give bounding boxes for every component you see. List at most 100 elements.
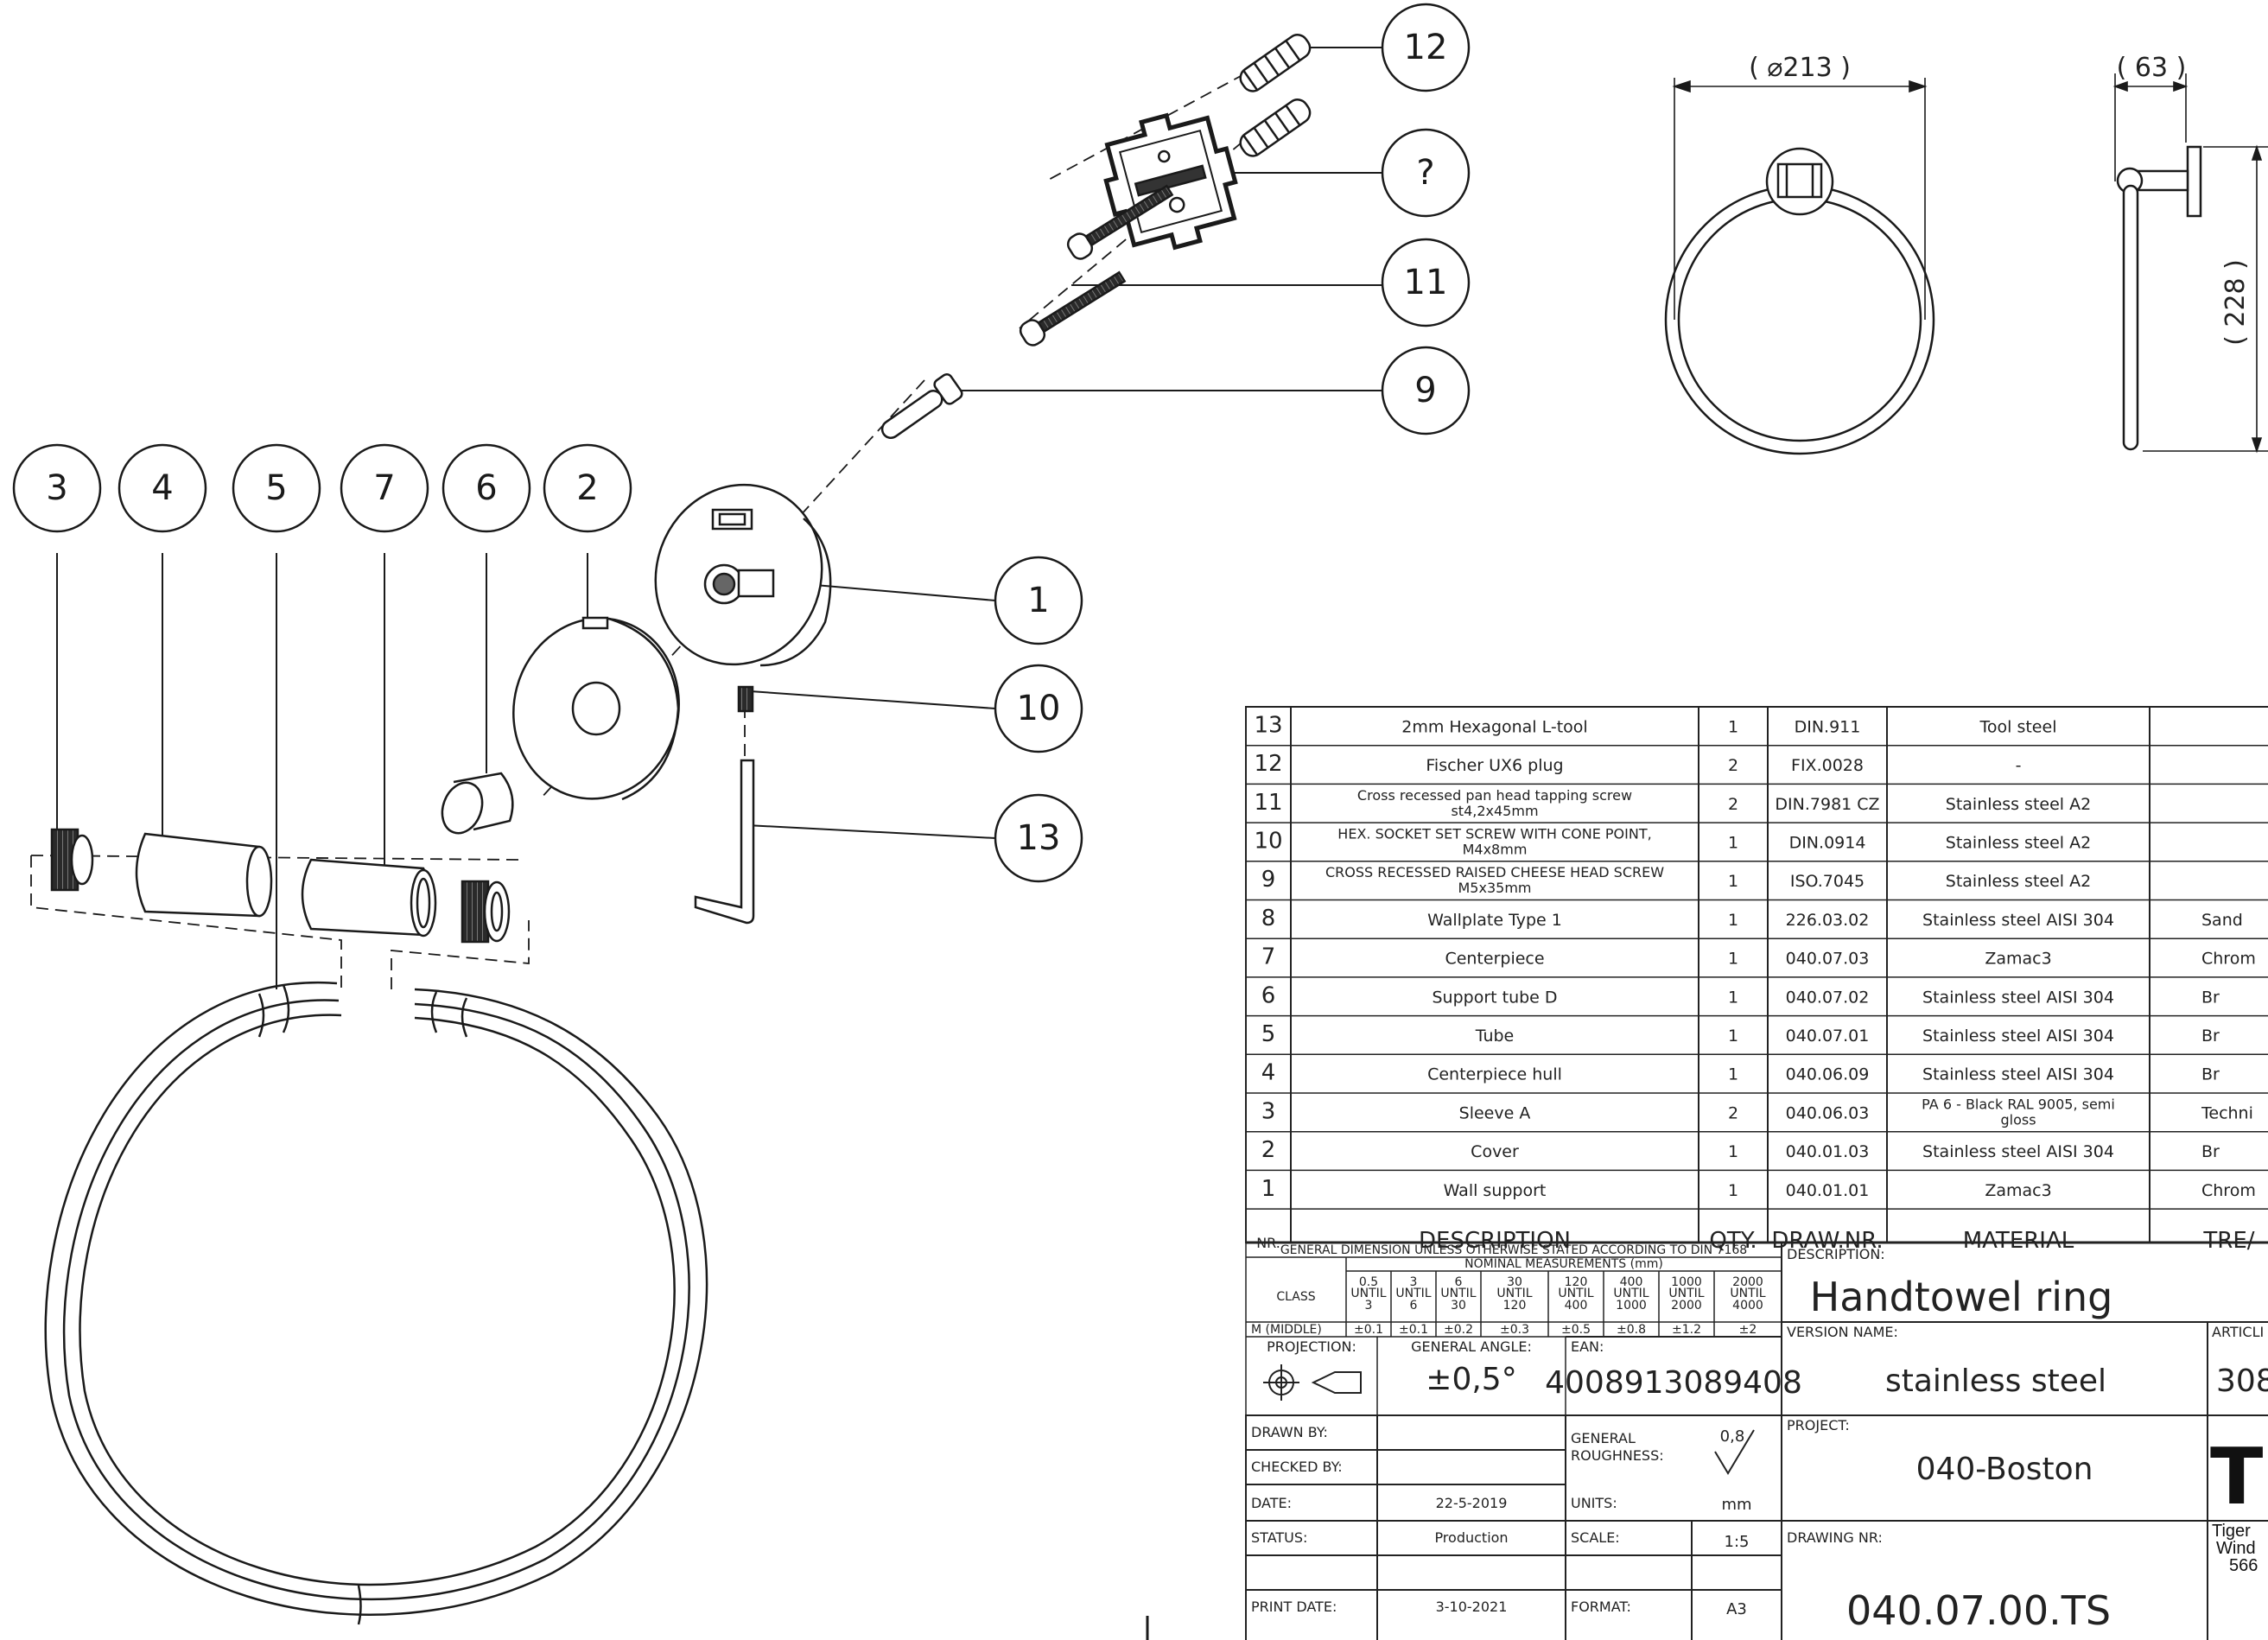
- tolerance-a: 2000: [1732, 1275, 1763, 1289]
- bom-cell-material: Stainless steel A2: [1946, 795, 2091, 814]
- bom-cell-description-line2: st4,2x45mm: [1451, 803, 1538, 819]
- bom-cell-material: Stainless steel A2: [1946, 872, 2091, 891]
- tolerance-tol: ±0.8: [1617, 1323, 1646, 1337]
- bom-cell-material: -: [2016, 756, 2022, 775]
- bom-cell-description: Centerpiece hull: [1427, 1065, 1562, 1084]
- drawing-nr-label: DRAWING NR:: [1787, 1529, 1883, 1546]
- bom-cell-qty: 1: [1728, 1181, 1738, 1200]
- tolerance-middle: M (MIDDLE): [1251, 1323, 1322, 1337]
- bom-cell-qty: 1: [1728, 911, 1738, 930]
- tolerance-nominal: NOMINAL MEASUREMENTS (mm): [1464, 1257, 1663, 1271]
- version-label: VERSION NAME:: [1787, 1324, 1898, 1340]
- callout-unknown: ?: [1416, 153, 1434, 193]
- bom-cell-drawnr: DIN.911: [1795, 717, 1861, 736]
- bom-header-description: DESCRIPTION: [1419, 1228, 1571, 1254]
- callout-11: 11: [1404, 263, 1448, 302]
- bom-cell-qty: 1: [1728, 1027, 1738, 1046]
- bom-cell-description: Support tube D: [1432, 988, 1557, 1007]
- tolerance-tol: ±0.1: [1354, 1323, 1383, 1337]
- bom-cell-qty: 1: [1728, 950, 1738, 969]
- dim-diameter: ( ⌀213 ): [1749, 53, 1851, 83]
- bom-cell-nr: 5: [1261, 1021, 1276, 1047]
- bom-cell-nr: 13: [1254, 712, 1282, 738]
- tolerance-b: UNTIL: [1558, 1287, 1593, 1300]
- tolerance-c: 4000: [1732, 1299, 1763, 1313]
- bom-cell-material: PA 6 - Black RAL 9005, semi: [1922, 1096, 2115, 1112]
- scale-label: SCALE:: [1571, 1529, 1620, 1546]
- bom-cell-nr: 11: [1254, 790, 1282, 816]
- drawn-by-label: DRAWN BY:: [1251, 1424, 1328, 1440]
- bom-cell-material: Zamac3: [1985, 950, 2051, 969]
- callout-13: 13: [1017, 818, 1061, 858]
- tolerance-tol: ±0.2: [1444, 1323, 1473, 1337]
- bom-cell-drawnr: 040.01.01: [1786, 1181, 1870, 1200]
- tolerance-c: 6: [1410, 1299, 1418, 1313]
- bom-cell-qty: 1: [1728, 1142, 1738, 1161]
- tolerance-b: UNTIL: [1613, 1287, 1649, 1300]
- tolerance-a: 30: [1507, 1275, 1522, 1289]
- centerpiece-hull: [135, 832, 273, 918]
- cheese-head-screw: [880, 372, 963, 439]
- bom-cell-qty: 1: [1728, 833, 1738, 852]
- print-date-value: 3-10-2021: [1436, 1599, 1508, 1615]
- bom-cell-qty: 2: [1728, 756, 1738, 775]
- bom-cell-description: CROSS RECESSED RAISED CHEESE HEAD SCREW: [1325, 864, 1664, 880]
- sleeve-right: [461, 880, 511, 944]
- bom-cell-nr: 7: [1261, 944, 1276, 970]
- tolerance-title: GENERAL DIMENSION UNLESS OTHERWISE STATE…: [1280, 1243, 1747, 1257]
- bom-cell-drawnr: 040.06.03: [1786, 1103, 1870, 1122]
- callout-4: 4: [151, 468, 173, 508]
- bom-cell-qty: 2: [1728, 1103, 1738, 1122]
- tolerance-a: 120: [1565, 1275, 1588, 1289]
- bom-cell-qty: 1: [1728, 717, 1738, 736]
- wall-support: [654, 483, 832, 667]
- tolerance-tol: ±2: [1739, 1323, 1757, 1337]
- status-label: STATUS:: [1251, 1529, 1307, 1546]
- roughness-label-2: ROUGHNESS:: [1571, 1447, 1664, 1464]
- company-address-2: Wind: [2216, 1539, 2256, 1558]
- bom-cell-treatment: Chrom: [2201, 1181, 2256, 1200]
- bom-cell-treatment: Chrom: [2201, 950, 2256, 969]
- tolerance-a: 400: [1620, 1275, 1643, 1289]
- dim-height: ( 228 ): [2220, 259, 2251, 346]
- project-label: PROJECT:: [1787, 1417, 1850, 1433]
- company-address-1: Tiger: [2212, 1522, 2251, 1541]
- ean-value: 4008913089408: [1545, 1365, 1802, 1401]
- tolerance-b: UNTIL: [1440, 1287, 1476, 1300]
- bom-cell-treatment: Techni: [2201, 1103, 2253, 1122]
- bom-cell-nr: 2: [1261, 1137, 1276, 1163]
- front-view-ring: [1664, 147, 1935, 455]
- cover: [512, 616, 680, 801]
- bom-cell-qty: 1: [1728, 988, 1738, 1007]
- bom-cell-qty: 2: [1728, 795, 1738, 814]
- bom-cell-drawnr: 040.06.09: [1786, 1065, 1870, 1084]
- bom-cell-material: Stainless steel AISI 304: [1922, 1027, 2114, 1046]
- units-label: UNITS:: [1571, 1495, 1617, 1511]
- bom-cell-description-line2: M4x8mm: [1463, 841, 1528, 857]
- date-label: DATE:: [1251, 1495, 1292, 1511]
- callout-12: 12: [1404, 28, 1448, 67]
- bom-cell-description-line2: M5x35mm: [1458, 880, 1532, 896]
- bom-header-drawnr: DRAW.NR.: [1771, 1228, 1883, 1254]
- fischer-plugs: [1239, 34, 1312, 157]
- bom-cell-drawnr: DIN.7981 CZ: [1775, 795, 1879, 814]
- format-value: A3: [1726, 1600, 1747, 1618]
- bom-cell-description: Sleeve A: [1459, 1103, 1531, 1122]
- bom-cell-nr: 4: [1261, 1060, 1276, 1086]
- callout-circles: [12, 3, 1471, 883]
- bom-cell-nr: 10: [1254, 828, 1282, 854]
- tolerance-a: 1000: [1671, 1275, 1702, 1289]
- bom-cell-nr: 9: [1261, 867, 1276, 893]
- tapping-screws: [1019, 184, 1174, 346]
- bom-header-qty: QTY.: [1709, 1228, 1757, 1254]
- article-label: ARTICLI: [2212, 1324, 2264, 1340]
- bom-cell-treatment: Sand: [2201, 911, 2243, 930]
- tolerance-tol: ±0.5: [1561, 1323, 1591, 1337]
- company-logo: TI: [2210, 1432, 2268, 1522]
- bom-cell-nr: 1: [1261, 1176, 1276, 1202]
- support-tube: [441, 772, 514, 835]
- tolerance-class: CLASS: [1276, 1290, 1315, 1304]
- bom-cell-treatment: Br: [2201, 1027, 2220, 1046]
